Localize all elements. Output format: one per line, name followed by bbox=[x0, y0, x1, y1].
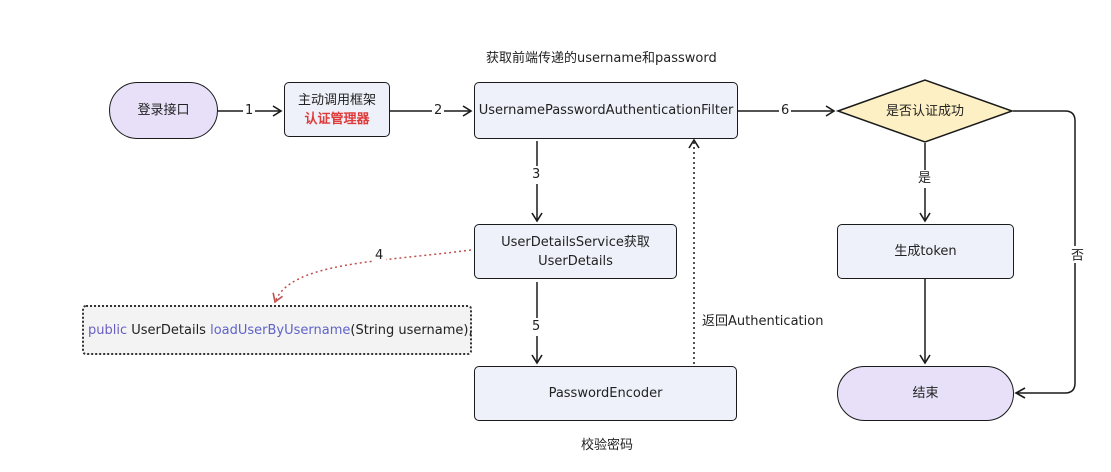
decision-node: 是否认证成功 bbox=[838, 80, 1012, 142]
edge-5-label: 5 bbox=[532, 318, 541, 336]
edge-no-line bbox=[1013, 110, 1076, 394]
edge-6-label: 6 bbox=[779, 103, 792, 119]
user-details-service-line2: UserDetails bbox=[538, 253, 613, 269]
framework-label-line2: 认证管理器 bbox=[304, 111, 370, 127]
edge-no-arrowhead bbox=[1014, 387, 1026, 399]
framework-node: 主动调用框架 认证管理器 bbox=[284, 82, 390, 137]
password-encoder-label: PasswordEncoder bbox=[548, 386, 663, 401]
framework-label-line1: 主动调用框架 bbox=[297, 92, 376, 108]
code-params: (String username); bbox=[350, 322, 473, 338]
edge-1-label: 1 bbox=[243, 103, 256, 119]
generate-token-node: 生成token bbox=[837, 224, 1014, 279]
auth-filter-node: UsernamePasswordAuthenticationFilter bbox=[474, 82, 738, 139]
auth-filter-label: UsernamePasswordAuthenticationFilter bbox=[478, 103, 734, 118]
generate-token-label: 生成token bbox=[894, 244, 957, 259]
end-node: 结束 bbox=[837, 366, 1014, 421]
code-method: loadUserByUsername bbox=[210, 322, 351, 338]
user-details-service-node: UserDetailsService获取 UserDetails bbox=[474, 224, 677, 279]
login-endpoint-label: 登录接口 bbox=[137, 103, 190, 118]
code-type: UserDetails bbox=[127, 322, 211, 338]
label-return-authentication: 返回Authentication bbox=[702, 314, 824, 330]
login-endpoint-node: 登录接口 bbox=[109, 82, 218, 139]
password-encoder-node: PasswordEncoder bbox=[474, 366, 737, 421]
code-keyword: public bbox=[88, 322, 128, 338]
code-snippet: public UserDetails loadUserByUsername(St… bbox=[82, 305, 473, 355]
note-get-credentials: 获取前端传递的username和password bbox=[486, 51, 717, 66]
end-label: 结束 bbox=[912, 386, 939, 401]
edge-yes-label: 是 bbox=[918, 170, 932, 188]
edge-4-label: 4 bbox=[372, 248, 387, 264]
decision-diamond bbox=[835, 79, 1015, 143]
edge-3-label: 3 bbox=[532, 166, 541, 184]
edge-2-label: 2 bbox=[432, 103, 445, 119]
edge-no-label: 否 bbox=[1067, 246, 1083, 263]
user-details-service-line1: UserDetailsService获取 bbox=[501, 234, 650, 250]
decision-label: 是否认证成功 bbox=[885, 103, 964, 119]
note-verify-password: 校验密码 bbox=[581, 438, 634, 453]
